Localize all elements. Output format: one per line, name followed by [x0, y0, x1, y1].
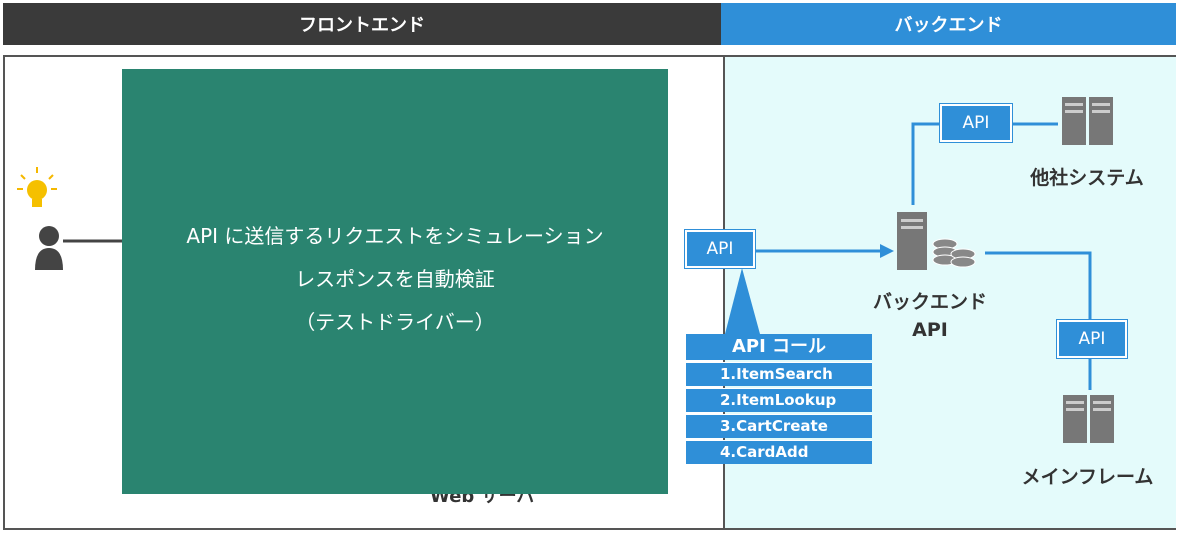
- backend-api-label-line2: API: [912, 319, 948, 341]
- overlay-line-3: （テストドライバー）: [295, 310, 495, 334]
- backend-api-label-line1: バックエンド: [872, 291, 987, 313]
- mainframe-server-icon: [1063, 395, 1114, 443]
- test-driver-overlay: API に送信するリクエストをシミュレーション レスポンスを自動検証 （テストド…: [122, 69, 668, 494]
- other-system-label: 他社システム: [1030, 167, 1144, 189]
- api-box-mainframe: API: [1057, 320, 1127, 358]
- api-call-item: 1.ItemSearch: [686, 362, 872, 386]
- overlay-line-2: レスポンスを自動検証: [295, 267, 495, 291]
- api-call-item: 3.CartCreate: [686, 414, 872, 438]
- mainframe-label: メインフレーム: [1021, 466, 1154, 488]
- server-icon: [1062, 97, 1113, 145]
- api-call-item: 4.CardAdd: [686, 440, 872, 464]
- user-idea-icon: [17, 167, 63, 270]
- api-box-other-system: API: [940, 104, 1012, 142]
- arrow-head-icon: [880, 244, 894, 258]
- api-call-item: 2.ItemLookup: [686, 388, 872, 412]
- frontend-header: フロントエンド: [3, 3, 721, 45]
- backend-header: バックエンド: [721, 3, 1176, 45]
- api-call-list: API コール 1.ItemSearch 2.ItemLookup 3.Cart…: [686, 334, 872, 464]
- api-box-main: API: [685, 230, 755, 268]
- api-call-title: API コール: [686, 334, 872, 360]
- server-database-icon: [897, 212, 976, 270]
- backend-api-label: バックエンド API: [870, 288, 990, 344]
- overlay-line-1: API に送信するリクエストをシミュレーション: [186, 224, 604, 248]
- pointer-triangle: [725, 268, 760, 334]
